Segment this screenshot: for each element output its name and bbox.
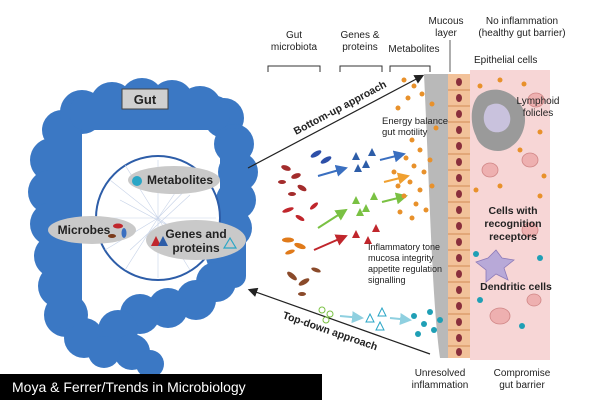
compromise-label-1: Compromise <box>494 368 551 379</box>
mucous-label-1: Mucous <box>428 16 463 27</box>
gut-label: Gut <box>134 92 157 107</box>
no-inflammation-1: No inflammation <box>486 16 558 27</box>
inflam-label-3: appetite regulation <box>368 264 442 274</box>
microbiota-column <box>278 150 334 324</box>
recognition-label-1: Cells with <box>488 205 537 217</box>
genes-proteins-column <box>352 148 387 331</box>
metabolites-node-label: Metabolites <box>147 173 213 187</box>
energy-label-2: gut motility <box>382 127 428 138</box>
col-microbiota-line2: microbiota <box>271 42 318 53</box>
gut-barrier <box>424 70 550 360</box>
bottom-up-arrow <box>247 74 425 169</box>
top-down-arrow <box>247 287 431 355</box>
inflam-label-1: Inflammatory tone <box>368 242 440 252</box>
energy-label-1: Energy balance <box>382 116 448 127</box>
unresolved-label-1: Unresolved <box>415 368 466 379</box>
inflammation-dots <box>411 251 543 337</box>
col-genes-line1: Genes & <box>341 30 380 41</box>
gut-label-box <box>121 88 169 110</box>
gut-illustration <box>28 78 258 378</box>
microbes-node-label: Microbes <box>58 223 111 237</box>
dendritic-label: Dendritic cells <box>480 281 552 293</box>
gene-to-metabolite-arrows <box>379 150 412 325</box>
column-headers <box>267 65 431 72</box>
bottom-up-label: Bottom-up approach <box>292 79 389 138</box>
metabolite-icon <box>132 176 142 186</box>
genes-node-label-2: proteins <box>172 241 220 255</box>
genes-icons <box>151 236 238 249</box>
top-down-label: Top-down approach <box>281 309 379 353</box>
unresolved-label-2: inflammation <box>412 380 469 391</box>
microbe-to-gene-arrows <box>313 164 364 324</box>
genes-node-label-1: Genes and <box>165 227 226 241</box>
metabolites-node <box>128 166 220 194</box>
mucous-label-2: layer <box>435 28 457 39</box>
lymphoid-label-1: Lymphoid <box>517 96 560 107</box>
col-metabolites: Metabolites <box>388 44 439 55</box>
genes-proteins-node <box>146 220 246 260</box>
no-inflammation-2: (healthy gut barrier) <box>478 28 565 39</box>
inflam-label-4: signalling <box>368 275 406 285</box>
inflam-label-2: mucosa integrity <box>368 253 434 263</box>
microbes-icons <box>108 223 127 238</box>
compromise-label-2: gut barrier <box>499 380 545 391</box>
recognition-label-2: recognition <box>484 218 541 230</box>
metabolite-dots <box>391 77 547 221</box>
col-microbiota-line1: Gut <box>286 30 302 41</box>
figure-credit: Moya & Ferrer/Trends in Microbiology <box>0 374 322 400</box>
col-genes-line2: proteins <box>342 42 378 53</box>
epithelial-label: Epithelial cells <box>474 55 537 66</box>
recognition-label-3: receptors <box>489 231 537 243</box>
lymphoid-label-2: folicles <box>523 108 554 119</box>
